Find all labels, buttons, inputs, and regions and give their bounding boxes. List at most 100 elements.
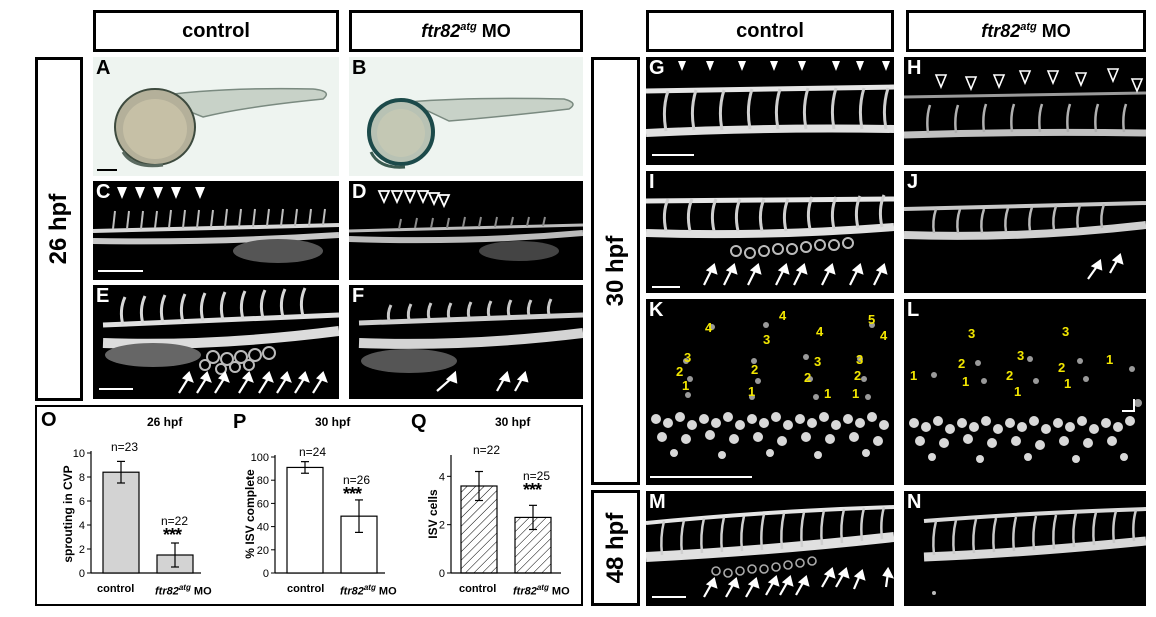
panel-letter: J [907, 171, 919, 193]
header-left-control: control [93, 10, 339, 52]
cell-number: 3 [814, 354, 822, 369]
y-tick-label: 20 [257, 545, 269, 557]
y-tick-label: 2 [439, 520, 445, 532]
cell-number: 1 [748, 384, 756, 399]
cell-number: 1 [962, 374, 970, 389]
cell-number: 3 [684, 350, 692, 365]
panel-g-fluorescence: G [646, 57, 894, 165]
x-category-label: control [287, 583, 325, 595]
cell-number: 1 [852, 386, 860, 401]
panel-h-fluorescence: H [904, 57, 1146, 165]
y-tick-label: 4 [79, 520, 85, 532]
panel-n-fluorescence: N [904, 491, 1146, 606]
cell-number: 3 [968, 326, 976, 341]
panel-e-fluorescence: E [93, 285, 339, 399]
header-left-mo: ftr82atg MO [349, 10, 583, 52]
y-tick-label: 4 [439, 471, 445, 483]
cell-number: 3 [1062, 324, 1070, 339]
x-category-label: ftr82atg MO [513, 583, 570, 598]
vessel-image [93, 181, 339, 280]
panel-letter: A [96, 57, 111, 79]
cell-number: 1 [1014, 384, 1022, 399]
cell-number: 2 [804, 370, 812, 385]
y-tick-label: 0 [263, 568, 269, 580]
panel-letter: B [352, 57, 367, 79]
gene-name: ftr82 [421, 20, 461, 41]
panel-k-nuclei: K 4 4 3 4 5 3 2 3 2 3 2 1 2 1 1 2 3 4 1 [646, 299, 894, 485]
panel-d-fluorescence: D [349, 181, 583, 280]
vessel-image [904, 57, 1146, 165]
n-label: n=22 [161, 514, 189, 528]
embryo-image [367, 97, 574, 169]
stage-box-30hpf: 30 hpf [591, 57, 640, 485]
chart-letter: O [41, 409, 57, 431]
panel-i-fluorescence: I [646, 171, 894, 293]
panel-c-fluorescence: C [93, 181, 339, 280]
header-right-control: control [646, 10, 894, 52]
y-tick-label: 60 [257, 498, 269, 510]
bar [102, 471, 140, 574]
y-axis-label: ISV cells [426, 489, 440, 539]
n-label: n=26 [343, 473, 371, 487]
gene-superscript: atg [1020, 20, 1037, 33]
cell-number: 4 [880, 328, 888, 343]
y-tick-label: 6 [79, 496, 85, 508]
n-label: n=24 [299, 445, 327, 459]
x-category-label: control [459, 583, 497, 595]
cell-number: 5 [868, 312, 876, 327]
stage-label: 26 hpf [45, 193, 72, 265]
chart-letter: P [233, 411, 247, 433]
x-category-label: ftr82atg MO [340, 583, 397, 598]
panel-m-fluorescence: M [646, 491, 894, 606]
header-right-mo: ftr82atg MO [906, 10, 1146, 52]
vessel-image [93, 285, 339, 399]
cell-number: 4 [816, 324, 824, 339]
panel-letter: C [96, 181, 111, 203]
vessel-image [349, 285, 583, 399]
stage-box-48hpf: 48 hpf [591, 490, 640, 606]
panel-letter: G [649, 57, 665, 79]
n-label: n=22 [473, 443, 501, 457]
panel-letter: N [907, 491, 922, 513]
vessel-image [904, 171, 1146, 293]
cell-number: 2 [1006, 368, 1014, 383]
bar [286, 466, 324, 574]
panel-letter: F [352, 285, 365, 307]
nuclei-image [646, 299, 894, 485]
vessel-image [349, 181, 583, 280]
x-category-label: ftr82atg MO [155, 583, 212, 598]
cell-number: 2 [751, 362, 759, 377]
panel-a-brightfield: A [93, 57, 339, 176]
header-label: ftr82atg MO [981, 21, 1071, 42]
embryo-image [97, 87, 328, 171]
cell-number: 1 [682, 378, 690, 393]
panel-j-fluorescence: J [904, 171, 1146, 293]
stage-box-26hpf: 26 hpf [35, 57, 83, 401]
vessel-image [646, 57, 894, 165]
y-tick-label: 10 [73, 448, 85, 460]
significance-stars: *** [523, 480, 542, 500]
panel-letter: E [96, 285, 110, 307]
y-tick-label: 80 [257, 475, 269, 487]
cell-number: 2 [958, 356, 966, 371]
panel-b-brightfield: B [349, 57, 583, 176]
y-tick-label: 100 [251, 452, 269, 464]
panel-letter: K [649, 299, 664, 321]
stage-label: 30 hpf [601, 235, 629, 307]
header-label: ftr82atg MO [421, 21, 511, 42]
chart-title: 26 hpf [147, 415, 183, 429]
cell-number: 3 [763, 332, 771, 347]
panel-letter: M [649, 491, 666, 513]
stage-label: 48 hpf [601, 512, 629, 584]
chart-title: 30 hpf [315, 415, 351, 429]
n-label: n=25 [523, 469, 551, 483]
x-category-label: control [97, 583, 135, 595]
gene-superscript: atg [460, 20, 477, 33]
cell-number: 3 [1017, 348, 1025, 363]
vessel-image [646, 171, 894, 293]
panel-letter: L [907, 299, 920, 321]
mo-suffix: MO [1041, 20, 1071, 41]
header-label: control [736, 19, 804, 42]
y-axis-label: % ISV complete [243, 469, 257, 559]
